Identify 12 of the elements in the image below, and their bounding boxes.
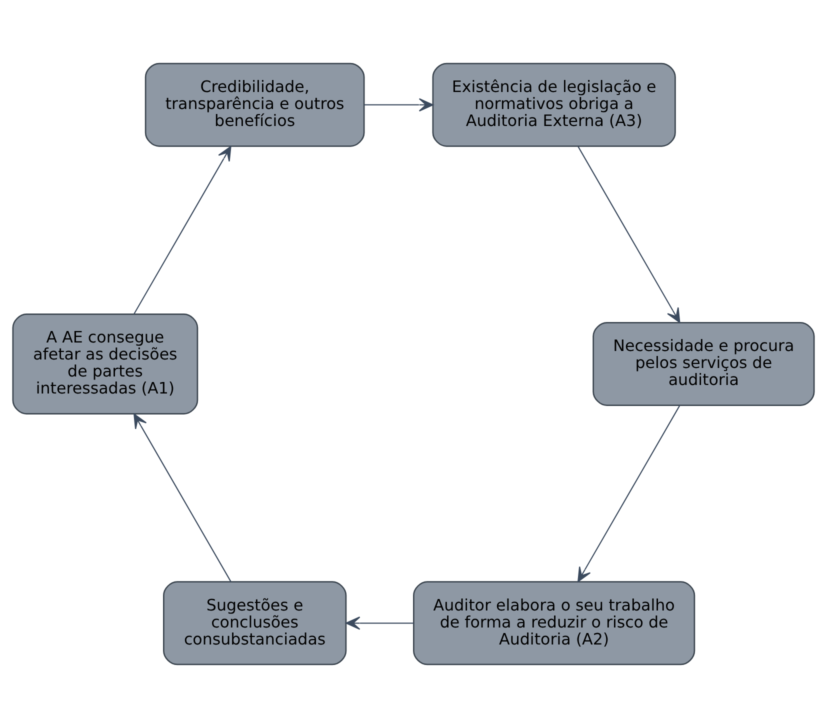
arrow [364, 98, 434, 112]
arrow [346, 616, 414, 630]
arrow [577, 146, 680, 323]
node-box: Sugestões e conclusões consubstanciadas [163, 581, 347, 666]
node-box: Existência de legislação e normativos obriga a Auditoria Externa (A3) [432, 62, 676, 147]
arrow [134, 146, 232, 314]
arrow [134, 414, 232, 582]
node-box: A AE consegue afetar as decisões de partes interessadas (A1) [12, 314, 198, 414]
node-box: Necessidade e procura pelos serviços de auditoria [592, 322, 815, 406]
arrow [578, 405, 680, 582]
node-box: Auditor elabora o seu trabalho de forma a reduzir o risco de Auditoria (A2) [413, 581, 696, 666]
node-box: Credibilidade, transparência e outros benefícios [144, 62, 365, 147]
